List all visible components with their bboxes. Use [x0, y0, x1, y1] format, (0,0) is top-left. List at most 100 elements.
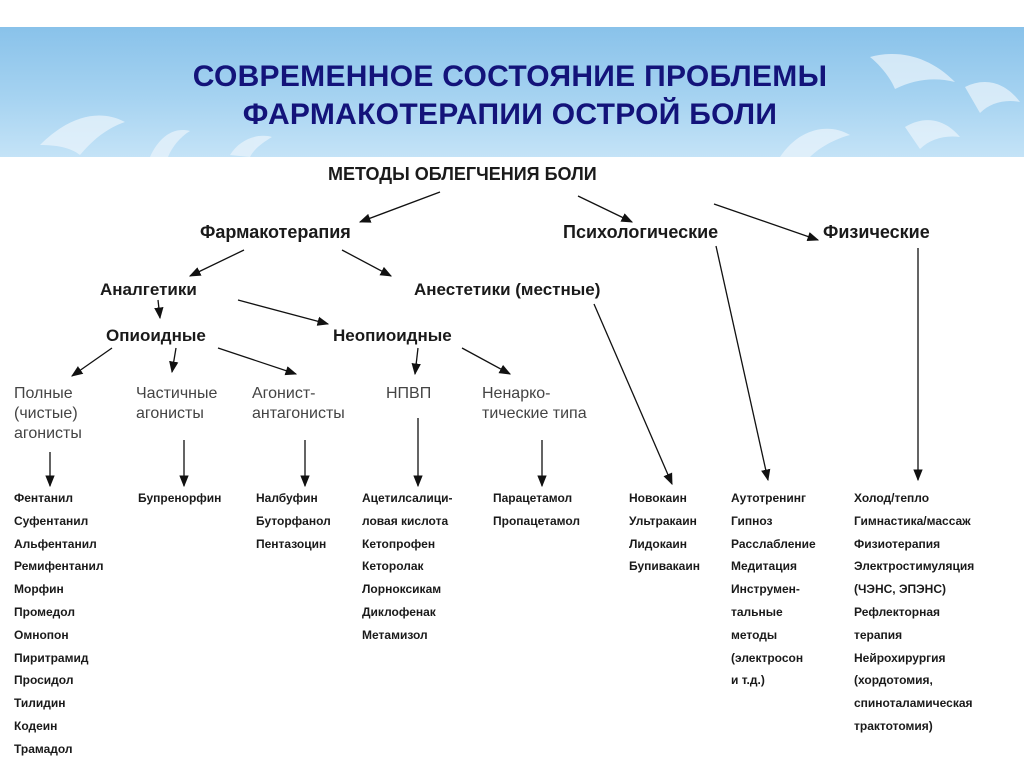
- list-item: Нейрохирургия: [854, 650, 946, 665]
- list-item: Аутотренинг: [731, 491, 806, 505]
- sub-nsaid-line: НПВП: [386, 385, 432, 402]
- list-item: Лорноксикам: [362, 582, 442, 597]
- node-nonopioids: Неопиоидные: [333, 326, 452, 345]
- list-item: Медитация: [731, 559, 797, 574]
- arrow-anesthetics-list: [593, 303, 673, 486]
- arrow-opioids-partial: [169, 347, 179, 374]
- list-item: Гипноз: [731, 513, 773, 528]
- list-item: Электростимуляция: [854, 559, 975, 574]
- list-item: Расслабление: [731, 536, 816, 551]
- list-item: спиноталамическая: [854, 696, 973, 711]
- sub-agonist-antagonists: Агонист- антагонисты: [252, 384, 345, 424]
- slide-title: СОВРЕМЕННОЕ СОСТОЯНИЕ ПРОБЛЕМЫ ФАРМАКОТЕ…: [100, 58, 920, 134]
- arrow-root-psychological: [577, 195, 634, 223]
- bird-silhouettes: [40, 54, 1020, 157]
- list-item: Бупивакаин: [629, 559, 700, 574]
- title-line-1: СОВРЕМЕННОЕ СОСТОЯНИЕ ПРОБЛЕМЫ: [192, 60, 828, 93]
- arrow-nonopioids-nsaid: [411, 347, 421, 376]
- list-item: тальные: [731, 604, 783, 619]
- list-item: Физиотерапия: [854, 536, 941, 551]
- list-item: Фентанил: [14, 491, 73, 505]
- list-item: Промедол: [14, 604, 75, 619]
- list-item: Парацетамол: [493, 491, 573, 505]
- list-item: Бупренорфин: [138, 491, 222, 505]
- arrow-pharmacotherapy-analgesics: [188, 249, 245, 277]
- list-item: Трамадол: [14, 741, 73, 756]
- list-item: Диклофенак: [362, 604, 436, 619]
- arrow-analgesics-nonopioids: [237, 299, 330, 326]
- arrow-root-pharmacotherapy: [358, 191, 441, 223]
- list-item: Кодеин: [14, 718, 58, 733]
- node-psychological: Психологические: [563, 222, 719, 242]
- list-item: Альфентанил: [14, 536, 97, 551]
- list-item: Налбуфин: [256, 491, 318, 505]
- list-item: Пентазоцин: [256, 536, 327, 551]
- sub-nsaid: НПВП: [386, 384, 431, 404]
- node-root: МЕТОДЫ ОБЛЕГЧЕНИЯ БОЛИ: [328, 164, 597, 184]
- node-physical: Физические: [823, 222, 930, 242]
- sub-full-agonists: Полные (чистые) агонисты: [14, 384, 82, 444]
- list-item: Гимнастика/массаж: [854, 513, 971, 528]
- node-anesthetics: Анестетики (местные): [414, 280, 601, 299]
- sub-full-agonists-line: агонисты: [14, 425, 82, 442]
- sub-agonist-antagonists-line: Агонист-: [252, 385, 316, 402]
- list-item: Морфин: [14, 582, 64, 597]
- list-item: Тилидин: [14, 696, 66, 711]
- arrow-opioids-full: [71, 347, 113, 377]
- list-item: Ремифентанил: [14, 559, 104, 574]
- list-item: Суфентанил: [14, 513, 89, 528]
- list-item: Омнопон: [14, 627, 69, 642]
- arrow-nonopioids-non-narcotic: [461, 347, 512, 375]
- list-item: Кеторолак: [362, 559, 424, 574]
- list-item: терапия: [854, 627, 903, 642]
- list-partial-agonists: Бупренорфин: [138, 487, 221, 510]
- list-item: Метамизол: [362, 627, 428, 642]
- list-item: Рефлекторная: [854, 604, 941, 619]
- list-item: Холод/тепло: [854, 491, 930, 505]
- sub-full-agonists-line: Полные: [14, 385, 73, 402]
- arrow-root-physical: [713, 203, 820, 241]
- title-line-2: ФАРМАКОТЕРАПИИ ОСТРОЙ БОЛИ: [242, 98, 778, 131]
- list-item: (ЧЭНС, ЭПЭНС): [854, 582, 946, 597]
- list-item: Буторфанол: [256, 513, 331, 528]
- sub-full-agonists-line: (чистые): [14, 405, 78, 422]
- sub-non-narcotic-line: тические типа: [482, 405, 587, 422]
- list-item: методы: [731, 627, 778, 642]
- arrow-pharmacotherapy-anesthetics: [341, 249, 393, 277]
- list-item: Новокаин: [629, 491, 687, 505]
- list-item: Пиритрамид: [14, 650, 89, 665]
- list-item: Ацетилсалици-: [362, 491, 453, 505]
- list-item: (хордотомия,: [854, 673, 933, 688]
- arrow-opioids-agonist-antagonist: [217, 347, 298, 376]
- list-item: Просидол: [14, 673, 74, 688]
- list-item: Ультракаин: [629, 513, 697, 528]
- sub-partial-agonists-line: Частичные: [136, 385, 218, 402]
- sub-non-narcotic-line: Ненарко-: [482, 385, 551, 402]
- sub-agonist-antagonists-line: антагонисты: [252, 405, 345, 422]
- node-pharmacotherapy: Фармакотерапия: [200, 222, 351, 242]
- list-item: ловая кислота: [362, 513, 449, 528]
- list-item: (электросон: [731, 650, 804, 665]
- sub-partial-agonists-line: агонисты: [136, 405, 204, 422]
- list-item: Инструмен-: [731, 582, 800, 597]
- node-analgesics: Аналгетики: [100, 280, 197, 299]
- sub-partial-agonists: Частичные агонисты: [136, 384, 217, 424]
- node-opioids: Опиоидные: [106, 326, 206, 345]
- arrow-analgesics-opioids: [154, 299, 164, 320]
- arrow-psychological-list: [715, 245, 771, 482]
- list-item: Лидокаин: [629, 536, 688, 551]
- title-banner: [0, 27, 1024, 157]
- list-item: и т.д.): [731, 673, 765, 688]
- list-item: Пропацетамол: [493, 513, 581, 528]
- list-item: Кетопрофен: [362, 536, 436, 551]
- sub-non-narcotic: Ненарко- тические типа: [482, 384, 587, 424]
